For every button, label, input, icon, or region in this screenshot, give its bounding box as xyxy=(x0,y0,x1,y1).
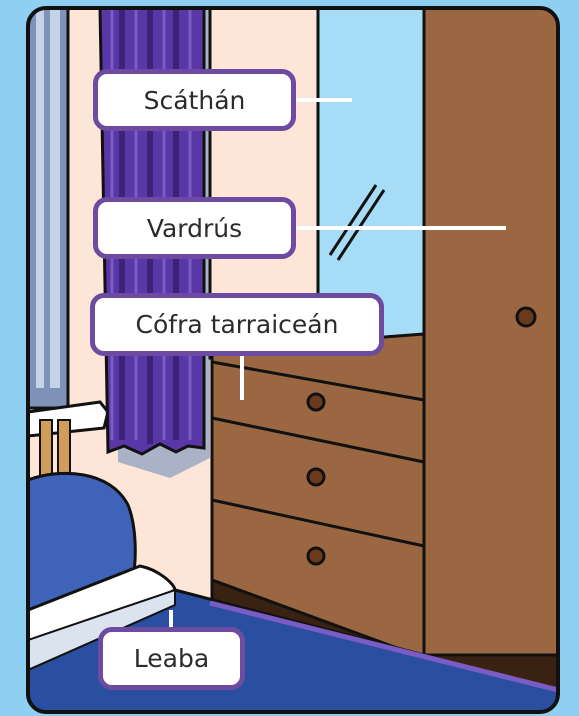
window-frame xyxy=(28,8,68,408)
label-bed: Leaba xyxy=(98,627,245,690)
label-mirror: Scáthán xyxy=(93,69,296,131)
label-wardrobe: Vardrús xyxy=(93,197,296,259)
wardrobe xyxy=(424,8,558,695)
label-chest-of-drawers: Cófra tarraiceán xyxy=(90,293,384,356)
